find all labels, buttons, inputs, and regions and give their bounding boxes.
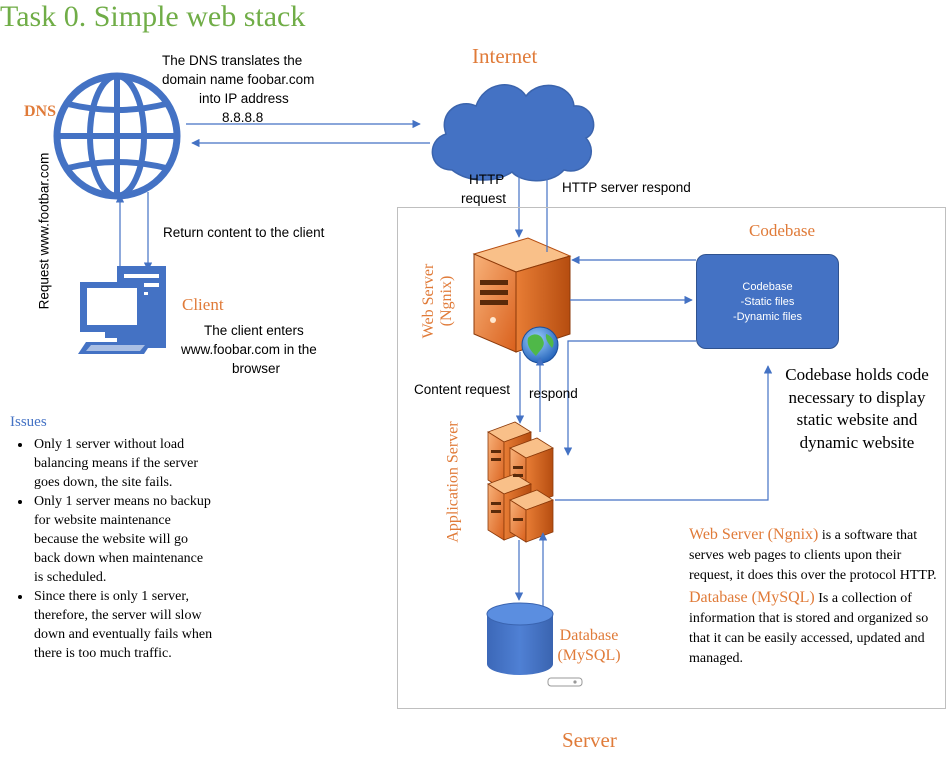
server-label: Server: [562, 728, 617, 752]
codebase-note-line: Codebase holds code: [785, 365, 929, 384]
database-label-line: (MySQL): [557, 647, 621, 664]
database-text: Is a collection of information that is s…: [689, 591, 929, 666]
internet-label: Internet: [472, 44, 538, 68]
appserver-to-codebase-arrow: [555, 365, 773, 501]
server-rack-icon: [487, 421, 554, 543]
issues-panel: Issues Only 1 server without load balanc…: [10, 413, 215, 663]
web-server-label-line: Web Server: [420, 263, 437, 339]
codebase-card: Codebase -Static files -Dynamic files: [696, 254, 839, 349]
database-label-line: Database: [559, 627, 619, 644]
dns-note-line: The DNS translates the: [162, 53, 303, 68]
client-note-line: browser: [232, 361, 281, 376]
connector-arrows: [115, 119, 773, 606]
cloud-icon: [431, 84, 595, 182]
dns-note-line: 8.8.8.8: [222, 110, 264, 125]
issue-item: Only 1 server means no backup for websit…: [32, 492, 215, 587]
respond-label: respond: [529, 386, 578, 401]
codebase-note-line: static website and: [796, 410, 918, 429]
issues-list: Only 1 server without load balancing mea…: [10, 435, 215, 663]
return-label: Return content to the client: [163, 225, 325, 240]
database-term: Database (MySQL): [689, 589, 815, 606]
codebase-note-line: dynamic website: [799, 432, 915, 452]
http-request-label: HTTP: [469, 172, 505, 187]
dns-note-line: into IP address: [199, 91, 289, 106]
issue-item: Only 1 server without load balancing mea…: [32, 435, 215, 492]
codebase-card-line: Codebase: [742, 281, 793, 293]
app-server-label: Application Server: [444, 421, 462, 543]
web-server-label-line: (Ngnix): [438, 275, 455, 327]
definitions-panel: Web Server (Ngnix) is a software that se…: [689, 525, 947, 669]
codebase-note-line: necessary to display: [788, 387, 926, 407]
codebase-note: Codebase holds code necessary to display…: [757, 364, 950, 454]
server-icon: [472, 237, 572, 353]
issue-item: Since there is only 1 server, therefore,…: [32, 587, 215, 663]
web-server-label: Web Server (Ngnix): [420, 264, 456, 339]
web-server-term: Web Server (Ngnix): [689, 526, 819, 543]
dns-note-line: domain name foobar.com: [162, 72, 315, 87]
client-label: Client: [182, 295, 224, 314]
computer-icon: [78, 266, 166, 354]
web-server-text: is a software that serves web pages to c…: [689, 528, 937, 583]
globe-icon: [53, 72, 181, 200]
dns-label: DNS: [24, 103, 57, 120]
http-request-label: request: [461, 191, 507, 206]
codebase-title: Codebase: [749, 221, 816, 240]
database-definition: Database (MySQL) Is a collection of info…: [689, 588, 947, 669]
web-server-definition: Web Server (Ngnix) is a software that se…: [689, 525, 947, 586]
codebase-to-appserver-arrow: [563, 340, 696, 456]
database-label: Database (MySQL): [550, 626, 628, 666]
database-icon: [486, 602, 583, 687]
server-container: [397, 207, 946, 709]
codebase-card-line: -Static files: [740, 296, 795, 308]
page-title: Task 0. Simple web stack: [0, 0, 306, 33]
content-request-label: Content request: [414, 382, 511, 397]
issues-title: Issues: [10, 414, 47, 430]
http-respond-label: HTTP server respond: [562, 180, 691, 195]
client-note-line: www.foobar.com in the: [181, 342, 317, 357]
request-label: Request www.footbar.com: [36, 152, 52, 310]
client-note-line: The client enters: [204, 323, 304, 338]
codebase-card-line: -Dynamic files: [732, 311, 803, 323]
